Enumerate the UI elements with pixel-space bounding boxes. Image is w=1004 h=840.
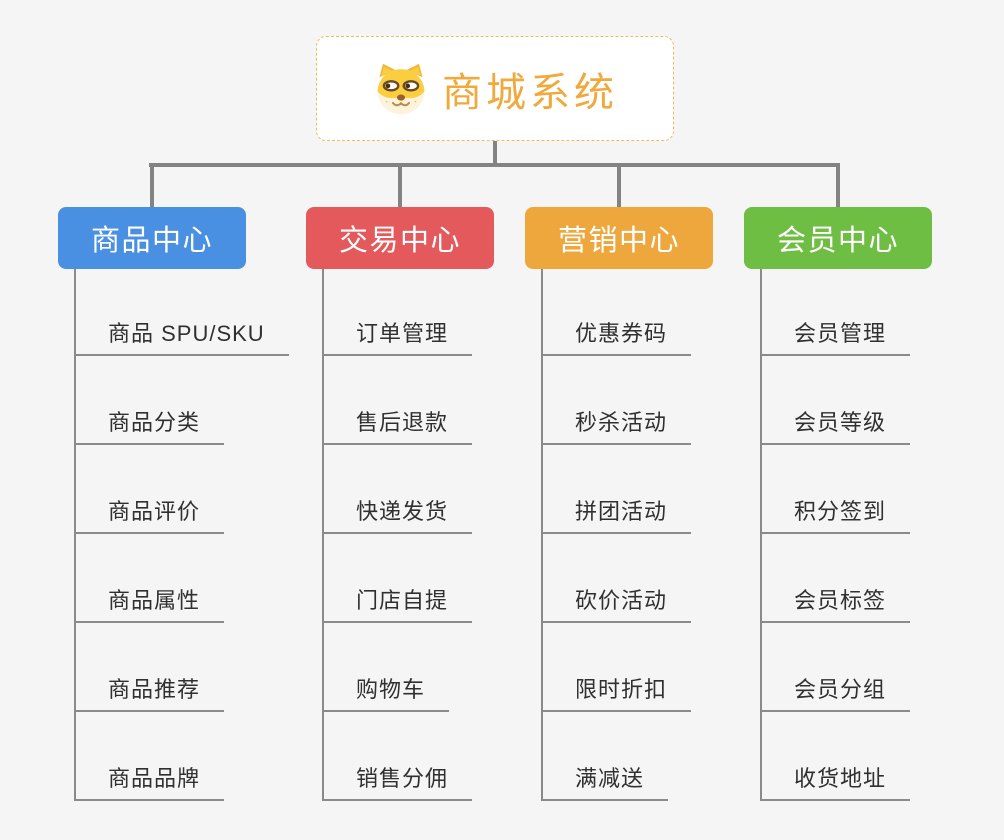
connector-stub-transaction-center: [398, 163, 402, 208]
sub-item-member-center-0[interactable]: 会员管理: [760, 310, 911, 356]
sub-item-transaction-center-0[interactable]: 订单管理: [322, 310, 473, 356]
branch-node-transaction-center[interactable]: 交易中心: [306, 207, 494, 269]
sub-item-label: 砍价活动: [575, 588, 668, 613]
sub-item-label: 会员管理: [794, 321, 887, 346]
sub-item-transaction-center-3[interactable]: 门店自提: [322, 577, 473, 623]
sub-item-product-center-5[interactable]: 商品品牌: [74, 755, 225, 801]
branch-node-label: 商品中心: [90, 225, 213, 257]
sub-item-label: 会员等级: [794, 410, 887, 435]
sub-item-label: 快递发货: [356, 499, 449, 524]
sub-item-transaction-center-4[interactable]: 购物车: [322, 666, 450, 712]
sub-item-member-center-2[interactable]: 积分签到: [760, 488, 911, 534]
connector-stub-marketing-center: [617, 163, 621, 208]
sub-item-product-center-3[interactable]: 商品属性: [74, 577, 225, 623]
sub-item-label: 会员分组: [794, 677, 887, 702]
connector-horizontal-rail: [149, 163, 840, 167]
branch-node-label: 会员中心: [776, 225, 899, 257]
sub-item-label: 订单管理: [356, 321, 449, 346]
sub-item-product-center-4[interactable]: 商品推荐: [74, 666, 225, 712]
root-node[interactable]: 商城系统: [316, 36, 674, 141]
sub-item-label: 限时折扣: [575, 677, 668, 702]
sub-item-marketing-center-3[interactable]: 砍价活动: [541, 577, 692, 623]
sub-item-label: 积分签到: [794, 499, 887, 524]
connector-trunk-product-center: [74, 269, 76, 801]
sub-item-member-center-4[interactable]: 会员分组: [760, 666, 911, 712]
connector-stub-member-center: [836, 163, 840, 208]
branch-node-marketing-center[interactable]: 营销中心: [525, 207, 713, 269]
sub-item-label: 收货地址: [794, 766, 887, 791]
connector-trunk-member-center: [760, 269, 762, 801]
branch-node-product-center[interactable]: 商品中心: [58, 207, 246, 269]
sub-item-transaction-center-2[interactable]: 快递发货: [322, 488, 473, 534]
sub-item-label: 购物车: [356, 677, 426, 702]
branch-node-label: 交易中心: [338, 225, 461, 257]
sub-item-label: 商品评价: [108, 499, 201, 524]
sub-item-label: 拼团活动: [575, 499, 668, 524]
sub-item-marketing-center-0[interactable]: 优惠券码: [541, 310, 692, 356]
sub-item-label: 商品品牌: [108, 766, 201, 791]
sub-item-label: 商品 SPU/SKU: [108, 321, 265, 346]
sub-item-label: 商品属性: [108, 588, 201, 613]
sub-item-label: 会员标签: [794, 588, 887, 613]
sub-item-label: 秒杀活动: [575, 410, 668, 435]
connector-trunk-transaction-center: [322, 269, 324, 801]
sub-item-member-center-3[interactable]: 会员标签: [760, 577, 911, 623]
sub-item-label: 门店自提: [356, 588, 449, 613]
sub-item-label: 商品分类: [108, 410, 201, 435]
sub-item-marketing-center-1[interactable]: 秒杀活动: [541, 399, 692, 445]
connector-root-stub: [493, 141, 497, 164]
sub-item-label: 销售分佣: [356, 766, 449, 791]
sub-item-marketing-center-5[interactable]: 满减送: [541, 755, 669, 801]
sub-item-label: 售后退款: [356, 410, 449, 435]
sub-item-marketing-center-2[interactable]: 拼团活动: [541, 488, 692, 534]
sub-item-product-center-0[interactable]: 商品 SPU/SKU: [74, 310, 289, 356]
sub-item-member-center-1[interactable]: 会员等级: [760, 399, 911, 445]
connector-trunk-marketing-center: [541, 269, 543, 801]
sub-item-transaction-center-5[interactable]: 销售分佣: [322, 755, 473, 801]
sub-item-label: 优惠券码: [575, 321, 668, 346]
sub-item-product-center-1[interactable]: 商品分类: [74, 399, 225, 445]
sub-item-label: 商品推荐: [108, 677, 201, 702]
branch-node-member-center[interactable]: 会员中心: [744, 207, 932, 269]
sub-item-product-center-2[interactable]: 商品评价: [74, 488, 225, 534]
sub-item-marketing-center-4[interactable]: 限时折扣: [541, 666, 692, 712]
branch-node-label: 营销中心: [557, 225, 680, 257]
sub-item-member-center-5[interactable]: 收货地址: [760, 755, 911, 801]
dog-face-icon: [372, 62, 430, 116]
sub-item-transaction-center-1[interactable]: 售后退款: [322, 399, 473, 445]
root-title: 商城系统: [442, 70, 618, 115]
connector-stub-product-center: [150, 163, 154, 208]
sub-item-label: 满减送: [575, 766, 645, 791]
